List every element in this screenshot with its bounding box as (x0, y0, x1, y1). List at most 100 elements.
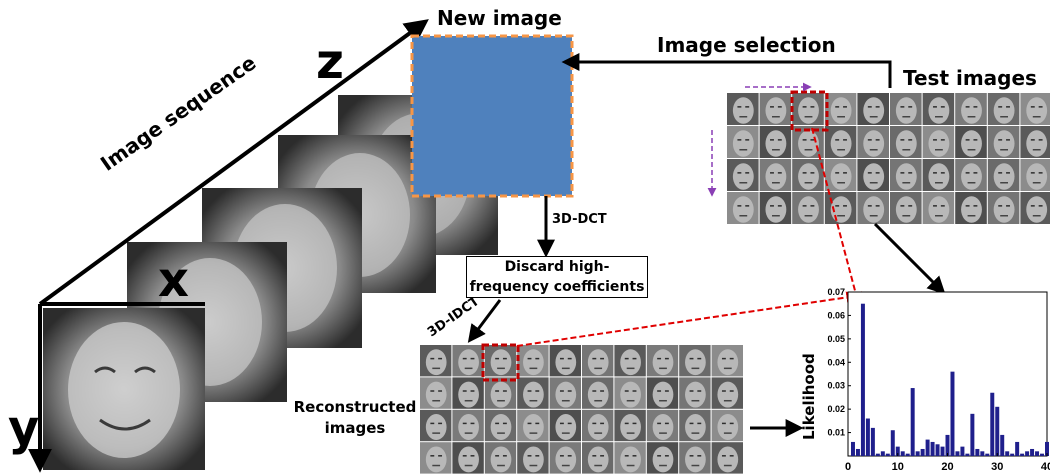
reconstructed-image-thumbnail (646, 345, 679, 377)
y-tick-label: 0.01 (827, 428, 845, 438)
bar-29 (990, 392, 995, 456)
link-test-to-bar (811, 127, 862, 305)
test-image-thumbnail (922, 93, 955, 125)
image-selection-label: Image selection (657, 33, 836, 57)
reconstructed-image-thumbnail (614, 409, 646, 442)
reconstructed-image-thumbnail (420, 345, 452, 377)
test-image-thumbnail (727, 93, 759, 125)
bar-28 (985, 453, 990, 456)
reconstructed-image-thumbnail (614, 442, 646, 474)
reconstructed-image-thumbnail (549, 409, 581, 442)
test-image-thumbnail (792, 159, 824, 191)
bar-24 (965, 453, 970, 456)
test-image-thumbnail (759, 93, 792, 125)
bar-8 (885, 453, 890, 456)
test-image-thumbnail (955, 159, 987, 191)
test-image-thumbnail (955, 126, 987, 158)
bar-6 (875, 453, 880, 456)
test-image-thumbnail (987, 159, 1020, 191)
reconstructed-image-thumbnail (420, 377, 452, 409)
new-image-label: New image (437, 6, 562, 30)
reconstructed-image-thumbnail (517, 442, 549, 474)
bar-31 (1000, 434, 1005, 456)
bar-22 (955, 451, 960, 456)
reconstructed-image-thumbnail (549, 377, 581, 409)
bar-27 (980, 451, 985, 456)
test-image-thumbnail (987, 192, 1020, 224)
reconstructed-image-thumbnail (679, 377, 711, 409)
y-tick-label: 0.06 (827, 310, 845, 320)
reconstructed-image-thumbnail (582, 345, 614, 377)
bar-9 (890, 430, 895, 456)
test-image-thumbnail (1020, 159, 1050, 191)
reconstructed-image-thumbnail (679, 409, 711, 442)
x-tick-label: 40 (1041, 461, 1050, 473)
reconstructed-images-label: Reconstructed images (293, 398, 417, 437)
test-image-thumbnail (857, 126, 889, 158)
reconstructed-image-thumbnail (679, 442, 711, 474)
reconstructed-image-thumbnail (517, 345, 549, 377)
discard-coefficients-box: Discard high-frequency coefficients (466, 256, 648, 298)
reconstructed-image-thumbnail (711, 442, 743, 474)
bar-38 (1035, 451, 1040, 456)
test-image-thumbnail (922, 159, 955, 191)
test-image-thumbnail (824, 126, 857, 158)
bar-37 (1030, 448, 1035, 456)
bar-23 (960, 446, 965, 456)
test-images-grid (727, 93, 1050, 224)
bar-30 (995, 406, 1000, 456)
axis-z-line (38, 19, 429, 306)
reconstructed-image-thumbnail (711, 345, 743, 377)
bar-32 (1005, 451, 1010, 456)
test-image-thumbnail (727, 126, 759, 158)
reconstructed-image-thumbnail (582, 409, 614, 442)
reconstructed-image-thumbnail (452, 442, 484, 474)
bar-34 (1015, 441, 1020, 456)
bar-16 (925, 439, 930, 456)
reconstructed-image-thumbnail (679, 345, 711, 377)
test-image-thumbnail (792, 192, 824, 224)
reconstructed-image-thumbnail (582, 377, 614, 409)
test-image-thumbnail (922, 126, 955, 158)
bar-33 (1010, 453, 1015, 456)
bar-4 (865, 418, 870, 456)
reconstructed-image-thumbnail (646, 442, 679, 474)
reconstructed-image-thumbnail (614, 345, 646, 377)
link-recon-to-bar (516, 291, 859, 347)
test-image-thumbnail (1020, 192, 1050, 224)
test-image-thumbnail (792, 93, 824, 125)
test-image-thumbnail (857, 159, 889, 191)
bar-2 (855, 448, 860, 456)
y-tick-label: 0.02 (827, 404, 845, 414)
test-image-thumbnail (727, 159, 759, 191)
test-image-thumbnail (759, 192, 792, 224)
y-tick-label: 0.07 (827, 287, 845, 297)
bar-18 (935, 444, 940, 456)
test-to-chart-arrow (873, 222, 946, 295)
test-image-thumbnail (759, 159, 792, 191)
bar-39 (1040, 453, 1045, 456)
reconstructed-image-thumbnail (646, 409, 679, 442)
bar-11 (900, 451, 905, 456)
reconstructed-image-thumbnail (420, 442, 452, 474)
test-image-thumbnail (890, 93, 922, 125)
reconstructed-image-thumbnail (549, 345, 581, 377)
test-image-thumbnail (857, 93, 889, 125)
likelihood-chart: 0102030400.010.020.030.040.050.060.07 (827, 287, 1050, 473)
reconstructed-image-thumbnail (517, 377, 549, 409)
test-image-thumbnail (1020, 93, 1050, 125)
y-tick-label: 0.04 (827, 357, 845, 367)
reconstructed-image-thumbnail (452, 345, 484, 377)
reconstructed-image-thumbnail (711, 377, 743, 409)
idct-arrow (467, 299, 502, 343)
bar-20 (945, 434, 950, 456)
bar-25 (970, 413, 975, 456)
reconstructed-image-thumbnail (484, 409, 517, 442)
reconstructed-image-thumbnail (420, 409, 452, 442)
bar-19 (940, 446, 945, 456)
image-sequence-stack (43, 95, 498, 470)
reconstructed-image-thumbnail (646, 377, 679, 409)
test-image-thumbnail (857, 192, 889, 224)
bar-21 (950, 371, 955, 456)
